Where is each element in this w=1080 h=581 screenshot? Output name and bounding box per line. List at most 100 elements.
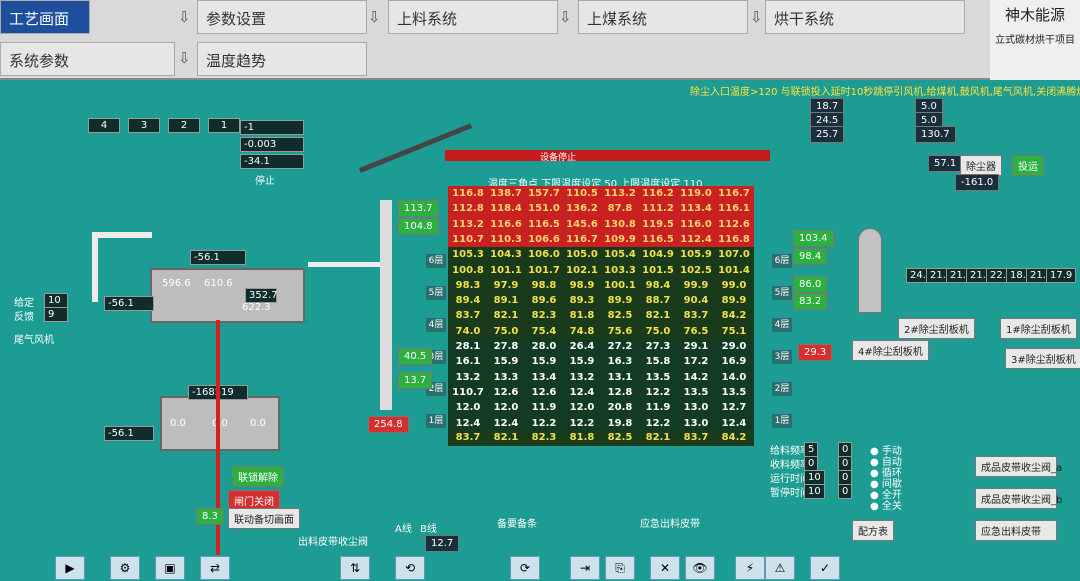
grid-cell: 12.2 bbox=[524, 415, 564, 432]
grid-cell: 13.1 bbox=[600, 369, 640, 386]
control-cell[interactable]: 5 bbox=[804, 442, 819, 457]
emergency-belt-button[interactable]: 应急出料皮带 bbox=[975, 520, 1057, 541]
grid-cell: 98.3 bbox=[448, 277, 488, 294]
grid-cell: 136.2 bbox=[562, 201, 602, 218]
floor-label: 5层 bbox=[426, 286, 446, 300]
dust-collector-button[interactable]: 除尘器 bbox=[960, 155, 1002, 176]
mode-option[interactable]: ● 手动 bbox=[870, 446, 902, 457]
menu-feed[interactable]: 上料系统 bbox=[388, 0, 558, 34]
fan-name: 尾气风机 bbox=[14, 335, 54, 346]
menu-coal[interactable]: 上煤系统 bbox=[578, 0, 748, 34]
control-cell[interactable]: 0 bbox=[838, 456, 853, 471]
dryer-vessel-2: 0.0 0.0 0.0 bbox=[160, 396, 280, 451]
grid-cell: 145.6 bbox=[562, 216, 602, 233]
grid-cell: 12.0 bbox=[486, 400, 526, 417]
dust-run-button[interactable]: 投运 bbox=[1012, 155, 1044, 176]
vessel2-val-c: 0.0 bbox=[250, 418, 266, 429]
grid-cell: 116.6 bbox=[486, 216, 526, 233]
grid-cell: 101.5 bbox=[638, 262, 678, 279]
grid-cell: 29.0 bbox=[714, 339, 754, 355]
grid-cell: 119.5 bbox=[638, 216, 678, 233]
toolbar-icon[interactable]: ⟲ bbox=[395, 556, 425, 580]
grid-cell: 99.9 bbox=[676, 277, 716, 294]
vessel-temp: 352.7 bbox=[245, 288, 278, 303]
control-cell[interactable]: 0 bbox=[838, 484, 853, 499]
recipe-button[interactable]: 配方表 bbox=[852, 520, 894, 541]
bottom-temp-cell: 82.3 bbox=[524, 430, 564, 446]
linkage-switch-button[interactable]: 联动备切画面 bbox=[228, 508, 300, 529]
pipe bbox=[92, 232, 152, 238]
grid-cell: 104.9 bbox=[638, 247, 678, 264]
menu-params[interactable]: 参数设置 bbox=[197, 0, 367, 34]
menu-sys-params[interactable]: 系统参数 bbox=[0, 42, 175, 76]
outlet-valve-label: 出料皮带收尘阀 bbox=[298, 537, 368, 548]
screw-conveyor-3[interactable]: 3#除尘刮板机 bbox=[1005, 348, 1080, 369]
bottom-temp-cell: 82.1 bbox=[638, 430, 678, 446]
grid-cell: 13.2 bbox=[562, 369, 602, 386]
menu-process[interactable]: 工艺画面 bbox=[0, 0, 90, 34]
screw-conveyor-1[interactable]: 1#除尘刮板机 bbox=[1000, 318, 1077, 339]
line-a: A线 bbox=[395, 524, 412, 535]
toolbar-icon[interactable]: ✓ bbox=[810, 556, 840, 580]
mode-option[interactable]: ● 自动 bbox=[870, 457, 902, 468]
mode-option[interactable]: ● 全开 bbox=[870, 490, 902, 501]
menu-dry[interactable]: 烘干系统 bbox=[765, 0, 965, 34]
dust-valve-a-button[interactable]: 成品皮带收尘阀_a bbox=[975, 456, 1062, 477]
toolbar-icon[interactable]: ⚙ bbox=[110, 556, 140, 580]
grid-cell: 99.0 bbox=[714, 277, 754, 294]
toolbar-icon[interactable]: ⚠ bbox=[765, 556, 795, 580]
grid-cell: 130.8 bbox=[600, 216, 640, 233]
grid-cell: 12.0 bbox=[448, 400, 488, 417]
toolbar-icon[interactable]: ⇥ bbox=[570, 556, 600, 580]
grid-cell: 13.0 bbox=[676, 415, 716, 432]
brand-panel: 神木能源 立式碳材烘干项目 bbox=[990, 0, 1080, 80]
grid-cell: 104.3 bbox=[486, 247, 526, 264]
toolbar-icon[interactable]: ⚡ bbox=[735, 556, 765, 580]
control-cell[interactable]: 10 bbox=[804, 470, 825, 485]
toolbar-icon[interactable]: ▣ bbox=[155, 556, 185, 580]
toolbar-icon[interactable]: ⟳ bbox=[510, 556, 540, 580]
toolbar-icon[interactable]: ⇄ bbox=[200, 556, 230, 580]
grid-cell: 16.9 bbox=[714, 354, 754, 371]
floor-label: 6层 bbox=[426, 254, 446, 268]
control-cell[interactable]: 0 bbox=[838, 442, 853, 457]
grid-cell: 75.0 bbox=[638, 323, 678, 340]
grid-cell: 89.3 bbox=[562, 293, 602, 310]
grid-cell: 12.4 bbox=[562, 384, 602, 401]
floor-label: 6层 bbox=[772, 254, 792, 268]
grid-cell: 12.6 bbox=[486, 384, 526, 401]
grid-cell: 12.0 bbox=[562, 400, 602, 417]
stop-label: 停止 bbox=[255, 176, 275, 187]
grid-cell: 100.1 bbox=[600, 277, 640, 294]
grid-cell: 116.0 bbox=[676, 216, 716, 233]
toolbar-icon[interactable]: ✕ bbox=[650, 556, 680, 580]
grid-cell: 105.0 bbox=[562, 247, 602, 264]
side-readout-right: 86.0 bbox=[793, 276, 828, 293]
control-cell[interactable]: 0 bbox=[838, 470, 853, 485]
riser-column bbox=[380, 200, 392, 410]
grid-cell: 74.8 bbox=[562, 323, 602, 340]
toolbar-icon[interactable]: ▶ bbox=[55, 556, 85, 580]
control-cell[interactable]: 0 bbox=[804, 456, 819, 471]
grid-cell: 14.0 bbox=[714, 369, 754, 386]
control-cell[interactable]: 10 bbox=[804, 484, 825, 499]
toolbar-icon[interactable]: ⎘ bbox=[605, 556, 635, 580]
header-strip bbox=[445, 150, 770, 161]
set-readout-c: 130.7 bbox=[915, 126, 956, 143]
toolbar-icon[interactable]: ⇅ bbox=[340, 556, 370, 580]
grid-cell: 89.9 bbox=[714, 293, 754, 310]
set-value: 10 bbox=[44, 293, 68, 308]
dust-valve-b-button[interactable]: 成品皮带收尘阀_b bbox=[975, 488, 1062, 509]
grid-cell: 20.8 bbox=[600, 400, 640, 417]
screw-conveyor-4[interactable]: 4#除尘刮板机 bbox=[852, 340, 929, 361]
mode-option[interactable]: ● 循环 bbox=[870, 468, 902, 479]
toolbar-icon[interactable]: 👁 bbox=[685, 556, 715, 580]
mode-option[interactable]: ● 全关 bbox=[870, 501, 902, 512]
screw-conveyor-2[interactable]: 2#除尘刮板机 bbox=[898, 318, 975, 339]
interlock-release-button[interactable]: 联锁解除 bbox=[232, 466, 284, 487]
grid-cell: 102.1 bbox=[562, 262, 602, 279]
menu-temp-trend[interactable]: 温度趋势 bbox=[197, 42, 367, 76]
side-readout-right: 98.4 bbox=[793, 248, 828, 265]
grid-cell: 75.1 bbox=[714, 323, 754, 340]
mode-option[interactable]: ● 间歇 bbox=[870, 479, 902, 490]
